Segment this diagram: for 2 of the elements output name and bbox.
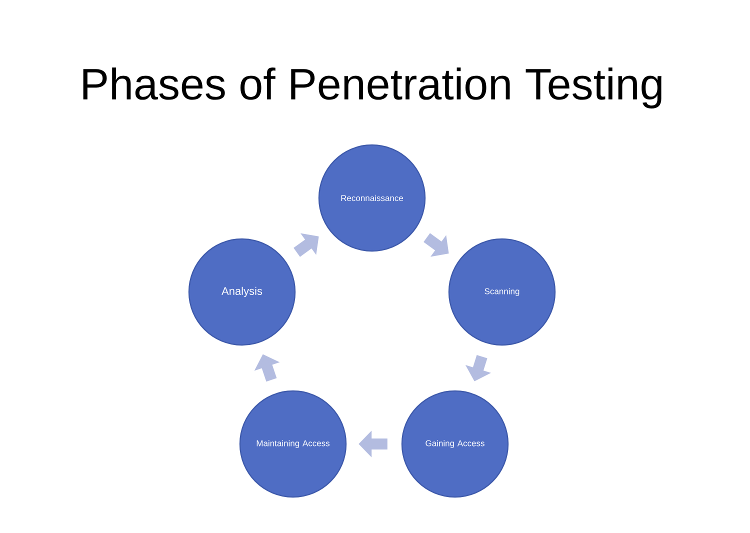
title: Phases of Penetration Testing [83, 67, 662, 108]
arrow [294, 233, 319, 257]
